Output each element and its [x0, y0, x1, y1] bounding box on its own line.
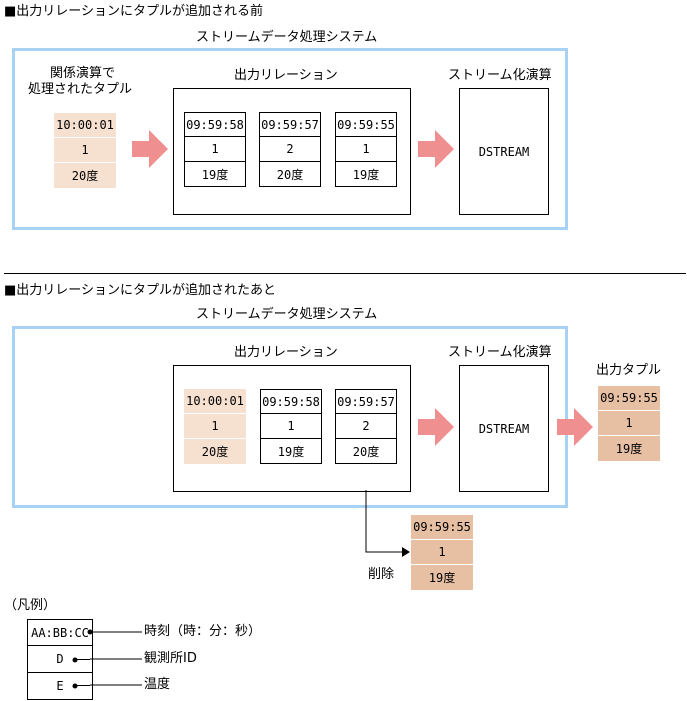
- tuple-temp: 20度: [54, 163, 116, 188]
- tuple-time: 09:59:57: [335, 389, 397, 414]
- legend-desc-time: 時刻（時：分：秒）: [144, 624, 262, 639]
- section2-relation-tuple-new: 10:00:01 1 20度: [184, 389, 246, 464]
- arrow-icon: [418, 130, 454, 168]
- legend-connectors: [87, 629, 142, 686]
- tuple-id: 1: [335, 137, 397, 162]
- dstream-label: DSTREAM: [478, 144, 530, 159]
- section1-processed-tuple: 10:00:01 1 20度: [54, 113, 116, 188]
- tuple-id: 1: [411, 540, 473, 565]
- tuple-id: 1: [54, 138, 116, 163]
- section1-processed-label-2: 処理されたタプル: [28, 82, 133, 97]
- tuple-time: 09:59:58: [260, 389, 322, 414]
- tuple-id: 2: [259, 137, 321, 162]
- output-tuple: 09:59:55 1 19度: [598, 386, 660, 461]
- section-divider: [4, 273, 686, 274]
- section1-relation-tuple-3: 09:59:55 1 19度: [335, 112, 397, 187]
- tuple-time: 10:00:01: [54, 113, 116, 138]
- legend-connector-line: [75, 659, 90, 660]
- tuple-temp: 20度: [259, 162, 321, 187]
- tuple-temp: 19度: [260, 439, 322, 464]
- section2-relation-tuple-2: 09:59:58 1 19度: [260, 389, 322, 464]
- tuple-id: 2: [335, 414, 397, 439]
- tuple-id: 1: [184, 414, 246, 439]
- tuple-time: 09:59:57: [259, 112, 321, 137]
- legend-tuple: AA:BB:CC D E: [27, 619, 93, 700]
- legend-title: （凡例）: [4, 598, 57, 613]
- legend-desc-temp: 温度: [144, 677, 171, 692]
- arrow-icon: [557, 408, 593, 446]
- tuple-time: 09:59:55: [598, 386, 660, 411]
- legend-connector-line: [75, 685, 90, 686]
- section1-system-box: [12, 48, 568, 230]
- section1-relation-tuple-2: 09:59:57 2 20度: [259, 112, 321, 187]
- dstream-label: DSTREAM: [478, 421, 530, 436]
- tuple-id: 1: [260, 414, 322, 439]
- tuple-temp: 19度: [335, 162, 397, 187]
- section2-relation-tuple-3: 09:59:57 2 20度: [335, 389, 397, 464]
- tuple-time: 09:59:58: [184, 112, 246, 137]
- section1-heading: ■出力リレーションにタプルが追加される前: [4, 4, 264, 19]
- section2-heading: ■出力リレーションにタプルが追加されたあと: [4, 283, 277, 298]
- tuple-time: 09:59:55: [335, 112, 397, 137]
- section2-dstream-box: DSTREAM: [459, 365, 549, 492]
- legend-dot-icon: [72, 683, 78, 689]
- section1-relation-label: 出力リレーション: [234, 68, 338, 83]
- output-tuple-label: 出力タプル: [596, 363, 662, 378]
- section2-relation-label: 出力リレーション: [234, 345, 338, 360]
- deleted-tuple: 09:59:55 1 19度: [411, 515, 473, 590]
- tuple-temp: 20度: [184, 439, 246, 464]
- tuple-temp: 19度: [184, 162, 246, 187]
- section1-stream-op-label: ストリーム化演算: [448, 68, 552, 83]
- deleted-label: 削除: [368, 567, 395, 582]
- section1-system-title: ストリームデータ処理システム: [196, 30, 378, 45]
- legend-dot-icon: [72, 657, 78, 663]
- tuple-id: 1: [598, 411, 660, 436]
- tuple-temp: 19度: [598, 436, 660, 461]
- delete-connector-arrow: [365, 490, 410, 557]
- section1-processed-label-1: 関係演算で: [50, 66, 116, 81]
- legend-desc-id: 観測所ID: [144, 651, 197, 666]
- section2-system-title: ストリームデータ処理システム: [196, 307, 378, 322]
- tuple-time: 09:59:55: [411, 515, 473, 540]
- tuple-temp: 19度: [411, 565, 473, 590]
- tuple-time: 10:00:01: [184, 389, 246, 414]
- tuple-temp: 20度: [335, 439, 397, 464]
- section2-stream-op-label: ストリーム化演算: [448, 345, 552, 360]
- legend-cell-temp: E: [27, 673, 93, 700]
- legend-cell-time: AA:BB:CC: [27, 619, 93, 646]
- tuple-id: 1: [184, 137, 246, 162]
- section1-dstream-box: DSTREAM: [459, 88, 549, 215]
- arrow-icon: [418, 408, 454, 446]
- arrow-icon: [132, 130, 168, 168]
- section2-system-box: [12, 326, 568, 508]
- section1-relation-tuple-1: 09:59:58 1 19度: [184, 112, 246, 187]
